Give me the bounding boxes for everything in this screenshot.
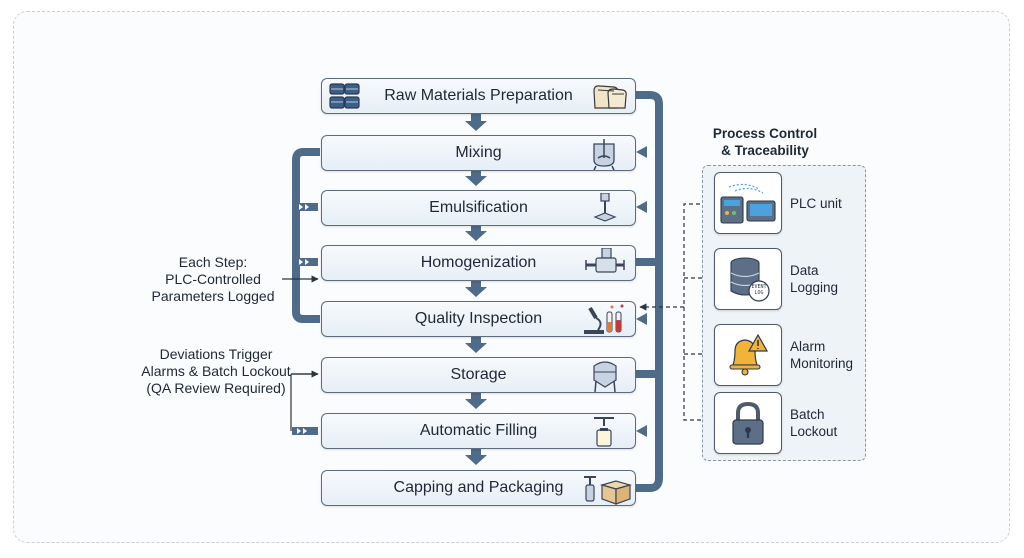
flow-down-arrows [465,114,487,465]
plc-unit-icon [720,183,776,224]
step-label: Homogenization [420,254,537,271]
event-log-badge: EVENT LOG [751,284,767,296]
step-capping-packaging[interactable]: Capping and Packaging [321,470,636,506]
step-homogenization[interactable]: Homogenization [321,245,636,281]
left-loop-pipe [292,148,320,323]
alarm-bell-icon [729,333,769,376]
homogenizer-icon [585,248,625,273]
plc-unit-label: PLC unit [790,196,842,211]
step-automatic-filling[interactable]: Automatic Filling [321,413,636,449]
step-label: Mixing [455,144,502,161]
microscope-icon [584,304,624,334]
step-label: Quality Inspection [414,310,543,327]
batch-lockout-box[interactable] [714,392,782,454]
step-emulsification[interactable]: Emulsification [321,190,636,226]
batch-lockout-label: Batch Lockout [790,407,838,439]
each-step-note: Each Step: PLC-Controlled Parameters Log… [151,254,275,304]
step-label: Storage [450,366,507,383]
step-label: Emulsification [429,199,528,216]
padlock-icon [732,401,764,445]
step-label: Capping and Packaging [393,479,564,496]
alarm-monitoring-label: Alarm Monitoring [790,339,854,371]
capping-box-icon [584,476,632,505]
mixing-tank-icon [593,139,615,170]
plc-unit-box[interactable] [714,172,782,234]
storage-silo-icon [593,361,617,392]
step-storage[interactable]: Storage [321,357,636,393]
right-feedback-pipe [636,91,663,492]
filling-nozzle-icon [594,417,614,447]
deviations-note: Deviations Trigger Alarms & Batch Lockou… [141,346,291,396]
sacks-icon [593,85,627,109]
database-icon [730,257,770,302]
control-panel-title: Process Control & Traceability [712,126,818,158]
step-quality-inspection[interactable]: Quality Inspection [321,301,636,337]
alarm-monitoring-box[interactable] [714,324,782,386]
step-raw-materials[interactable]: Raw Materials Preparation [321,78,636,114]
emulsifier-icon [593,193,617,222]
step-mixing[interactable]: Mixing [321,135,636,171]
barrels-icon [329,83,360,109]
data-logging-label: Data Logging [790,263,839,295]
step-label: Raw Materials Preparation [384,87,573,104]
filling-feed-pipe [292,427,318,435]
step-label: Automatic Filling [419,422,538,439]
data-logging-box[interactable]: EVENT LOG [714,248,782,310]
